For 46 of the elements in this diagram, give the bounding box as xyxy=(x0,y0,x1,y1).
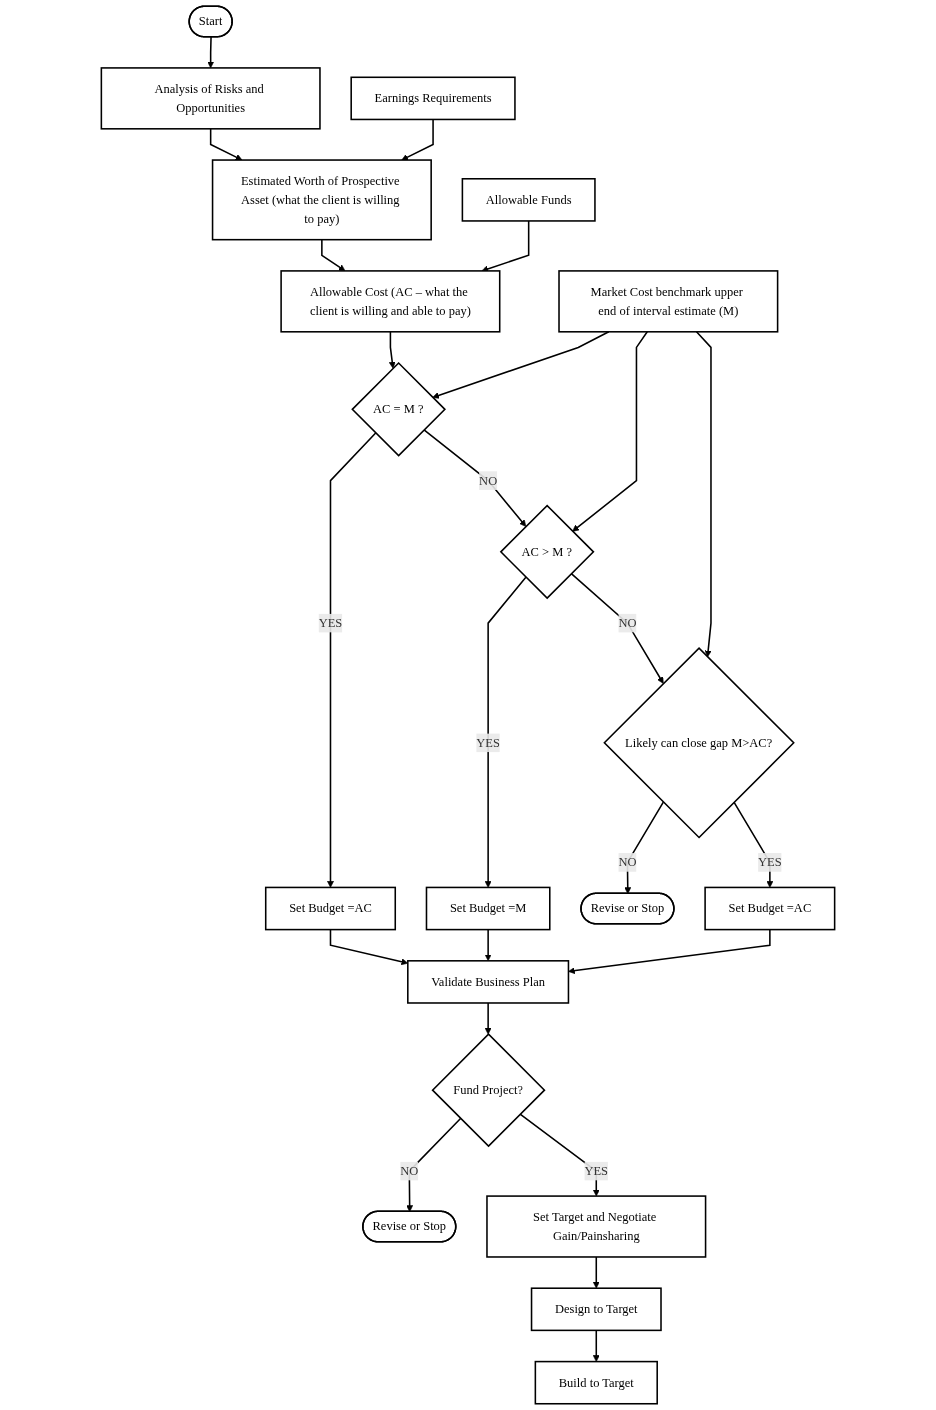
arrow xyxy=(207,36,215,69)
edge-label: YES xyxy=(584,1164,609,1178)
arrow xyxy=(321,238,346,272)
edge-label: NO xyxy=(618,855,637,869)
arrow xyxy=(519,1113,600,1197)
arrow xyxy=(484,576,527,888)
edge-label: NO xyxy=(479,473,498,487)
arrow xyxy=(484,928,492,962)
arrow xyxy=(592,1329,600,1362)
arrow xyxy=(401,118,434,161)
node-box: Earnings Requirements xyxy=(350,76,516,121)
arrow xyxy=(733,801,774,888)
arrow xyxy=(406,1117,462,1212)
node-box: Validate Business Plan xyxy=(407,960,570,1004)
node-box: Estimated Worth of Prospective Asset (what the client is willing to pay) xyxy=(211,159,432,241)
node-box: Set Budget =AC xyxy=(704,886,836,931)
arrow xyxy=(695,331,712,658)
arrow xyxy=(432,331,610,399)
node-box: Set Budget =M xyxy=(425,886,551,931)
edge-label: YES xyxy=(318,616,343,630)
edge-label: YES xyxy=(758,855,782,869)
node-box: Design to Target xyxy=(530,1287,662,1332)
arrow xyxy=(327,432,377,888)
node-box: Set Budget =AC xyxy=(264,886,397,931)
arrow xyxy=(572,331,649,532)
arrow xyxy=(592,1256,600,1289)
arrow xyxy=(624,801,665,894)
node-box: Analysis of Risks and Opportunities xyxy=(100,67,321,130)
edge-label: NO xyxy=(400,1164,419,1178)
arrow xyxy=(484,1002,492,1035)
node-box: Allowable Cost (AC – what the client is willing and able to pay) xyxy=(280,270,501,333)
arrow xyxy=(570,572,664,684)
node-box: Build to Target xyxy=(534,1360,658,1405)
edge-label: YES xyxy=(476,735,500,750)
node-box: Market Cost benchmark upper end of interval estimate (M) xyxy=(558,270,779,333)
node-diamond: AC = M ? xyxy=(351,361,446,457)
node-box: Allowable Funds xyxy=(461,178,596,222)
arrow xyxy=(388,331,396,369)
node-diamond: Likely can close gap M>AC? xyxy=(603,647,795,839)
node-diamond: Fund Project? xyxy=(431,1033,546,1148)
arrow xyxy=(209,128,243,161)
arrow xyxy=(423,429,527,527)
node-diamond: AC > M ? xyxy=(499,504,595,600)
node-box: Set Target and Negotiate Gain/Painsharing xyxy=(486,1195,707,1258)
arrow xyxy=(568,928,771,975)
edge-label: NO xyxy=(618,616,637,630)
